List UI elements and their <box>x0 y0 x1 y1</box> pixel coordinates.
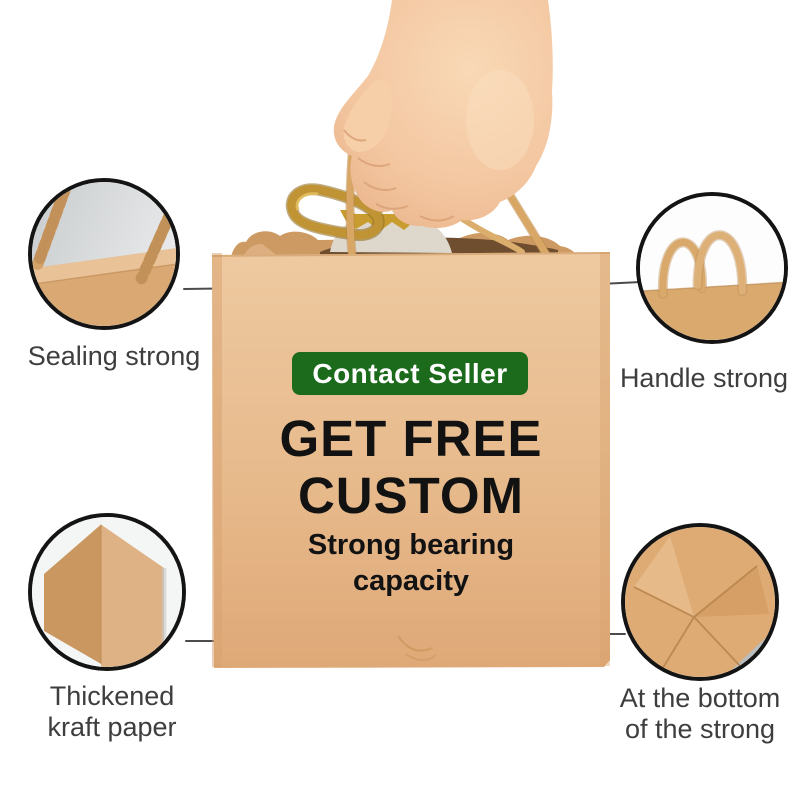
headline-line1: GET FREE <box>279 410 543 467</box>
bottle-shoulder <box>330 219 452 253</box>
twisted-handles-photo <box>640 196 784 340</box>
bag-seal-photo <box>32 182 176 326</box>
callout-label-thickness-line1: Thickened <box>49 681 175 711</box>
subheadline-line2: capacity <box>352 565 470 597</box>
fold-crease-left <box>660 616 695 672</box>
kraft-corner-photo <box>32 517 182 667</box>
callout-label-bottom-line1: At the bottom <box>619 683 781 713</box>
callout-label-sealing: Sealing strong <box>27 341 201 371</box>
sealing-detail-circle <box>28 178 180 330</box>
hand <box>333 0 553 228</box>
callout-label-thickness-line2: kraft paper <box>47 712 177 743</box>
bottle-handle <box>287 184 384 240</box>
callout-label-thickness: Thickened kraft paper <box>12 681 212 744</box>
contact-seller-button[interactable]: Contact Seller <box>292 352 528 395</box>
handle-arch-right <box>694 231 746 295</box>
headline-line2: CUSTOM <box>297 467 525 524</box>
kraft-thickness-circle <box>28 513 186 671</box>
callout-label-bottom-line2: of the strong <box>624 714 776 745</box>
bag-bottom-photo <box>625 527 775 677</box>
corner-face-left <box>44 524 101 664</box>
callout-label-bottom: At the bottom of the strong <box>596 683 800 746</box>
corner-face-right <box>101 524 164 667</box>
callout-label-handle: Handle strong <box>619 363 789 393</box>
fold-crease-right <box>693 616 743 669</box>
bag-crease <box>397 635 433 652</box>
subheadline-line1: Strong bearing <box>307 529 515 561</box>
thumb <box>343 79 393 152</box>
handle-detail-circle <box>636 192 788 344</box>
bag-bottom-circle <box>621 523 779 681</box>
